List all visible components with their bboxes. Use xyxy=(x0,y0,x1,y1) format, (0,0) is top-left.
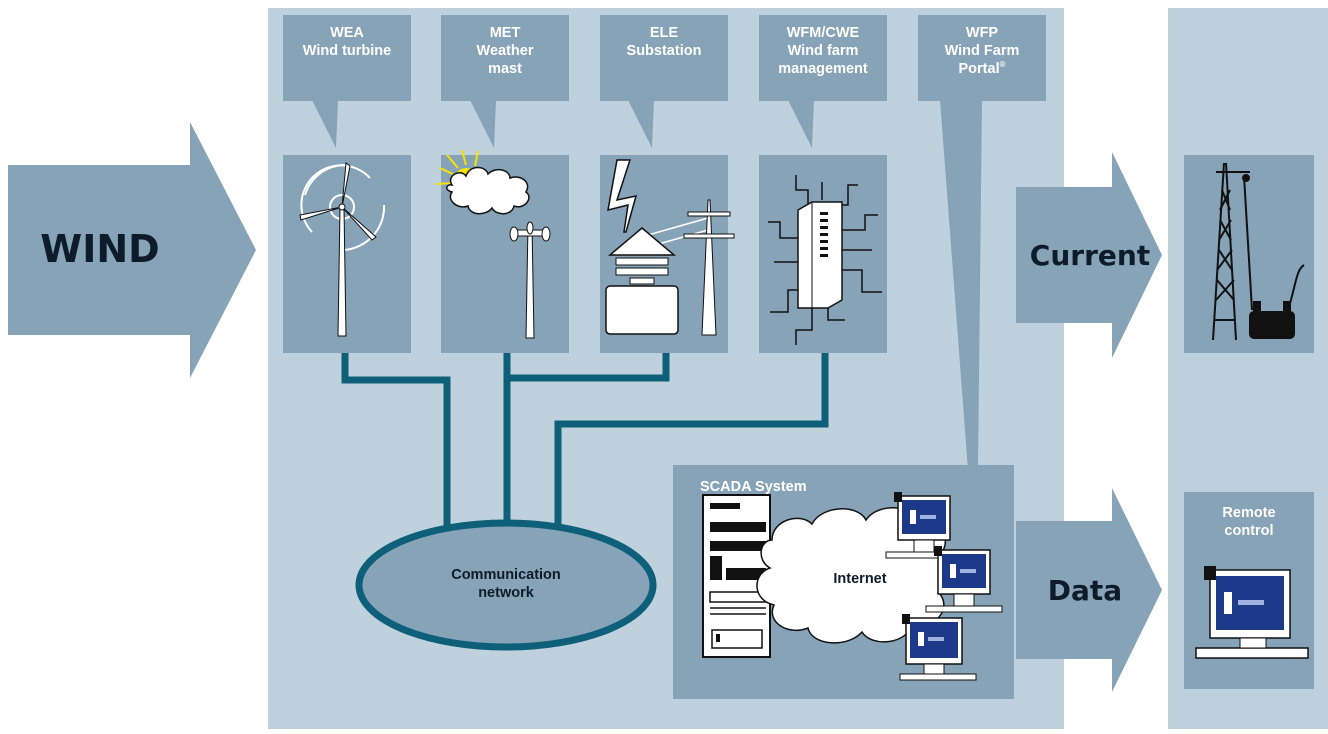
met-label-bubble xyxy=(441,15,569,148)
wind-turbine-box xyxy=(283,155,411,353)
wfm-name-line1: Wind farm xyxy=(787,43,859,60)
wfm-label-bubble xyxy=(759,15,887,148)
wfp-label: WFP Wind Farm Portal® xyxy=(918,24,1046,78)
transmission-tower-icon xyxy=(1212,162,1305,341)
wfm-code: WFM/CWE xyxy=(786,25,860,41)
wind-label: WIND xyxy=(40,227,160,271)
remote-line1: Remote xyxy=(1222,505,1276,521)
substation-icon xyxy=(605,159,735,336)
data-arrow xyxy=(1016,488,1162,692)
wfp-name-line1: Wind Farm xyxy=(944,43,1020,60)
wfp-code: WFP xyxy=(965,25,999,41)
met-name-line1: Weather xyxy=(476,43,534,60)
wfm-label: WFM/CWE Wind farm management xyxy=(759,24,887,78)
ele-label-bubble xyxy=(600,15,728,148)
remote-computer-icon xyxy=(1195,566,1309,659)
wea-code: WEA xyxy=(330,25,364,41)
registered-mark: ® xyxy=(999,60,1006,70)
wfp-label-bubble xyxy=(918,15,1046,470)
ele-code: ELE xyxy=(649,25,679,41)
current-label: Current xyxy=(1029,239,1151,272)
network-label: Communication network xyxy=(406,566,606,602)
met-code: MET xyxy=(489,25,521,41)
data-label: Data xyxy=(1047,574,1123,607)
wfm-circuit-icon xyxy=(768,175,882,345)
computer-icon-2 xyxy=(925,546,1003,613)
ele-label: ELE Substation xyxy=(600,24,728,60)
scada-label: SCADA System xyxy=(700,479,807,495)
communication-network-ellipse xyxy=(355,519,657,651)
network-lines xyxy=(341,353,829,530)
wind-turbine-icon xyxy=(299,162,386,337)
met-label: MET Weather mast xyxy=(441,24,569,78)
remote-label: Remote control xyxy=(1184,504,1314,540)
computer-icon-1 xyxy=(885,492,963,559)
current-arrow xyxy=(1016,152,1162,358)
network-line1: Communication xyxy=(451,567,561,583)
wfm-name-line2: management xyxy=(778,61,868,78)
wea-label: WEA Wind turbine xyxy=(283,24,411,60)
wfp-portal-text: Portal xyxy=(958,61,1000,78)
wea-name: Wind turbine xyxy=(302,43,392,60)
internet-cloud xyxy=(756,507,957,644)
ele-name: Substation xyxy=(626,43,702,60)
remote-line2: control xyxy=(1224,523,1274,540)
met-name-line2: mast xyxy=(488,61,522,78)
network-line2: network xyxy=(478,585,534,602)
computer-icon-3 xyxy=(899,614,977,681)
internet-label: Internet xyxy=(833,571,887,587)
wea-label-bubble xyxy=(283,15,411,148)
wfp-name-line2: Portal® xyxy=(918,60,1046,78)
weather-mast-icon xyxy=(435,149,551,339)
wind-arrow xyxy=(8,122,256,378)
